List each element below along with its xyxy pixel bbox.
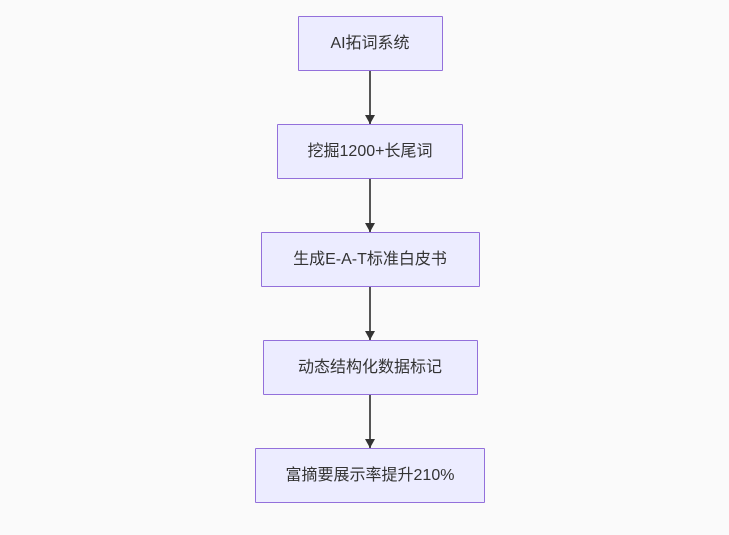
node-label: 挖掘1200+长尾词 (307, 142, 433, 160)
flow-node-ai-keyword-system: AI拓词系统 (297, 16, 443, 71)
node-label: 生成E-A-T标准白皮书 (293, 250, 447, 268)
node-label: 动态结构化数据标记 (297, 358, 442, 376)
node-label: 富摘要展示率提升210% (285, 466, 455, 484)
edge-arrow-3 (369, 287, 371, 340)
edge-arrow-2 (369, 179, 371, 232)
flow-node-longtail-mining: 挖掘1200+长尾词 (277, 124, 463, 179)
node-label: AI拓词系统 (330, 34, 410, 52)
flowchart: AI拓词系统 挖掘1200+长尾词 生成E-A-T标准白皮书 动态结构化数据标记… (255, 16, 485, 503)
edge-arrow-1 (369, 71, 371, 124)
flow-node-eat-whitepaper: 生成E-A-T标准白皮书 (260, 232, 480, 287)
flow-node-structured-data-markup: 动态结构化数据标记 (262, 340, 478, 395)
edge-arrow-4 (369, 395, 371, 448)
flow-node-rich-snippet-uplift: 富摘要展示率提升210% (255, 448, 485, 503)
